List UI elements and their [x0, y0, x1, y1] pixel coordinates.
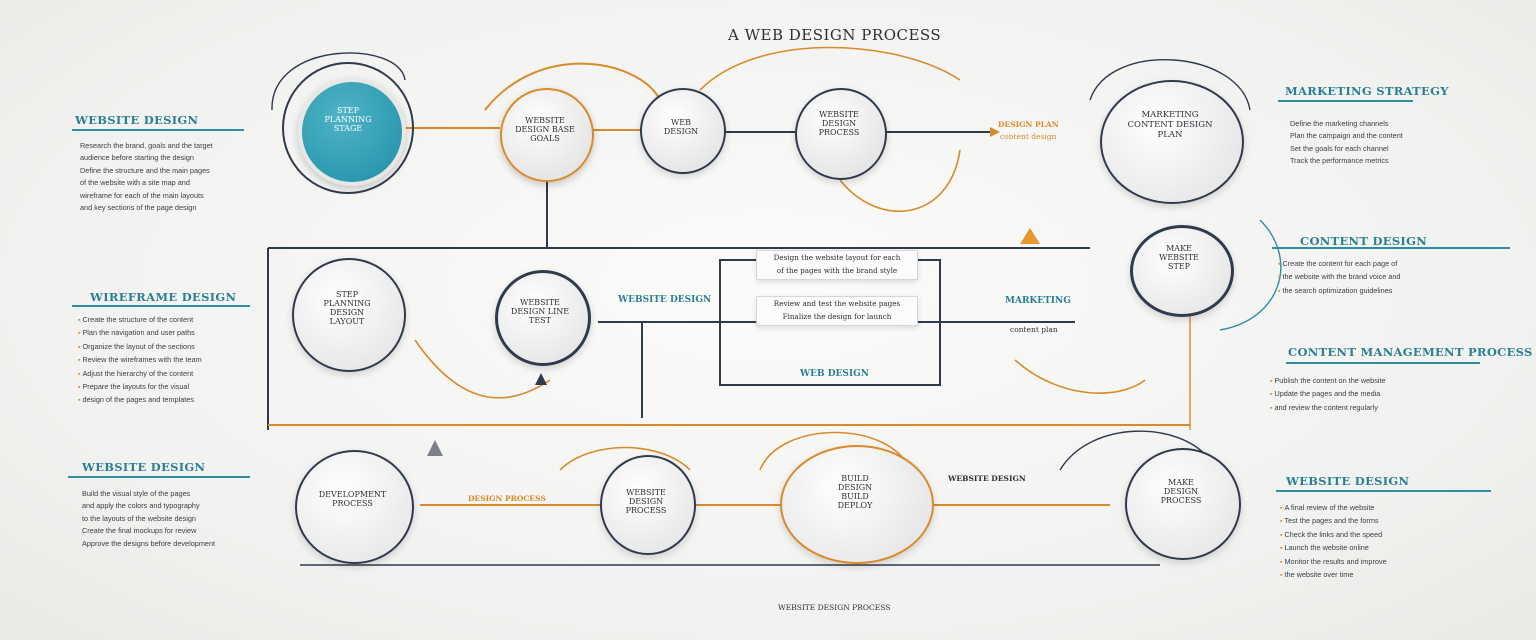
left-text-1: Research the brand, goals and the target… — [80, 141, 213, 213]
left-heading-1: WEBSITE DESIGN — [75, 113, 199, 127]
left-rule-3 — [68, 476, 250, 478]
arrow-head — [990, 127, 1000, 137]
circle-node-2 — [500, 88, 594, 182]
navy-arc-1 — [271, 52, 406, 111]
navy-arc-2 — [1089, 59, 1251, 111]
right-heading-3: CONTENT MANAGEMENT PROCESS — [1288, 345, 1533, 359]
right-text-3: Publish the content on the websiteUpdate… — [1270, 375, 1490, 415]
circle-node-9 — [295, 450, 414, 564]
label-right-mid-sub: content plan — [1010, 325, 1058, 334]
right-heading-1: MARKETING STRATEGY — [1285, 84, 1449, 98]
orange-arc-1 — [484, 62, 661, 111]
orange-arc-5 — [559, 446, 691, 471]
label-top-right-sub: content design — [1000, 132, 1057, 141]
left-rule-2 — [72, 305, 250, 307]
circle-node-10 — [600, 455, 696, 555]
label-bottom-center: WEBSITE DESIGN PROCESS — [778, 603, 891, 612]
left-heading-2: WIREFRAME DESIGN — [90, 290, 237, 304]
left-heading-3: WEBSITE DESIGN — [82, 460, 206, 474]
warning-icon — [427, 440, 443, 456]
left-rule-1 — [72, 129, 244, 131]
label-bottom-left: DESIGN PROCESS — [468, 494, 546, 503]
orange-arc-7 — [414, 339, 551, 399]
circle-node-11 — [780, 445, 934, 564]
label-middle: WEBSITE DESIGN — [618, 295, 712, 305]
label-right-mid: MARKETING — [1005, 296, 1071, 306]
right-rule-1 — [1278, 100, 1413, 102]
diagram-title: A WEB DESIGN PROCESS — [728, 26, 942, 44]
circle-ring-1 — [282, 62, 414, 194]
right-text-4: A final review of the websiteTest the pa… — [1280, 502, 1470, 582]
circle-node-5 — [1100, 80, 1244, 204]
circle-node-7 — [495, 270, 591, 366]
right-rule-4 — [1276, 490, 1491, 492]
circle-node-12 — [1125, 448, 1241, 560]
circle-node-6 — [292, 258, 406, 372]
right-heading-4: WEBSITE DESIGN — [1286, 474, 1410, 488]
orange-arc-4 — [1014, 359, 1146, 394]
circle-node-3 — [640, 88, 726, 174]
label-bottom-right: WEBSITE DESIGN — [948, 474, 1026, 483]
warning-icon — [535, 373, 547, 385]
warning-icon — [1020, 228, 1040, 244]
orange-arc-3 — [839, 149, 961, 212]
left-text-2: Create the structure of the contentPlan … — [78, 314, 264, 408]
label-center-top: WEB DESIGN — [800, 369, 869, 379]
orange-arc-2 — [699, 46, 961, 91]
circle-node-4 — [795, 88, 887, 180]
right-heading-2: CONTENT DESIGN — [1300, 234, 1428, 248]
right-rule-2 — [1272, 247, 1510, 249]
label-top-right: DESIGN PLAN — [998, 120, 1059, 129]
right-rule-3 — [1286, 362, 1480, 364]
navy-arc-3 — [1059, 430, 1211, 471]
circle-node-8 — [1130, 225, 1234, 317]
